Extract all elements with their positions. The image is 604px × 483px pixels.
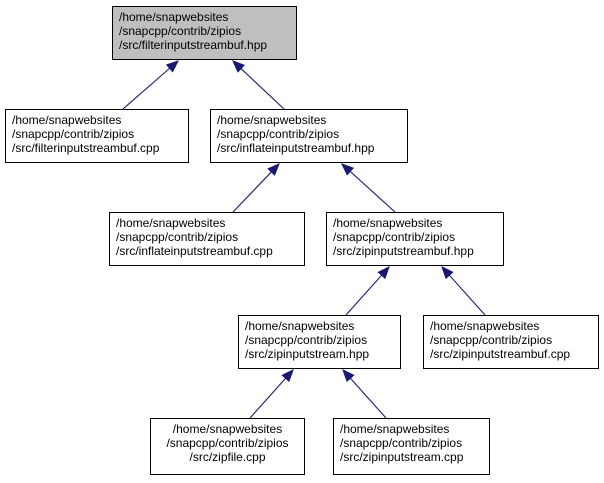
node-zipfile-cpp[interactable]: /home/snapwebsites /snapcpp/contrib/zipi… xyxy=(150,418,305,475)
node-line: /src/zipfile.cpp xyxy=(189,450,266,464)
node-line: /snapcpp/contrib/zipios xyxy=(119,24,242,38)
node-line: /snapcpp/contrib/zipios xyxy=(430,333,553,347)
node-line: /src/zipinputstream.hpp xyxy=(245,347,370,361)
edge-inflate_cpp-to-inflate_hpp xyxy=(232,171,272,213)
node-line: /home/snapwebsites xyxy=(172,422,283,436)
node-filterinputstreambuf-hpp: /home/snapwebsites /snapcpp/contrib/zipi… xyxy=(112,6,297,60)
arrowhead-zipbuf_cpp-to-zipbuf_hpp xyxy=(441,266,454,280)
node-line: /snapcpp/contrib/zipios xyxy=(340,436,463,450)
node-inflateinputstreambuf-cpp[interactable]: /home/snapwebsites /snapcpp/contrib/zipi… xyxy=(109,212,305,266)
node-line: /src/zipinputstreambuf.cpp xyxy=(430,347,571,361)
edge-inflate_hpp-to-root xyxy=(240,68,285,110)
arrowhead-zipstream_cpp-to-zipstream_hpp xyxy=(342,369,355,383)
node-zipinputstream-cpp[interactable]: /home/snapwebsites /snapcpp/contrib/zipi… xyxy=(333,418,490,475)
node-line: /snapcpp/contrib/zipios xyxy=(12,127,135,141)
node-line: /snapcpp/contrib/zipios xyxy=(166,436,289,450)
node-line: /src/inflateinputstreambuf.cpp xyxy=(116,244,273,258)
node-zipinputstreambuf-hpp[interactable]: /home/snapwebsites /snapcpp/contrib/zipi… xyxy=(326,212,504,266)
node-line: /home/snapwebsites xyxy=(12,113,122,127)
node-line: /snapcpp/contrib/zipios xyxy=(217,127,340,141)
arrowhead-zipstream_hpp-to-zipbuf_hpp xyxy=(377,266,390,280)
node-line: /home/snapwebsites xyxy=(116,216,226,230)
node-zipinputstream-hpp[interactable]: /home/snapwebsites /snapcpp/contrib/zipi… xyxy=(238,315,401,369)
edge-filter_cpp-to-root xyxy=(122,67,171,110)
node-line: /home/snapwebsites xyxy=(245,319,355,333)
node-line: /home/snapwebsites xyxy=(340,422,450,436)
edge-zipfile_cpp-to-zipstream_hpp xyxy=(249,377,287,419)
node-line: /home/snapwebsites xyxy=(119,10,229,24)
node-line: /src/zipinputstream.cpp xyxy=(340,450,464,464)
node-line: /src/zipinputstreambuf.hpp xyxy=(333,244,474,258)
node-line: /home/snapwebsites xyxy=(430,319,540,333)
node-filterinputstreambuf-cpp[interactable]: /home/snapwebsites /snapcpp/contrib/zipi… xyxy=(5,109,189,163)
node-line: /snapcpp/contrib/zipios xyxy=(245,333,368,347)
edge-zipbuf_hpp-to-inflate_hpp xyxy=(349,170,396,213)
node-line: /home/snapwebsites xyxy=(217,113,327,127)
arrowhead-inflate_hpp-to-root xyxy=(232,60,245,73)
node-line: /home/snapwebsites xyxy=(333,216,443,230)
node-line: /snapcpp/contrib/zipios xyxy=(333,230,456,244)
node-line: /src/inflateinputstreambuf.hpp xyxy=(217,141,375,155)
edge-zipstream_hpp-to-zipbuf_hpp xyxy=(345,274,383,316)
node-inflateinputstreambuf-hpp[interactable]: /home/snapwebsites /snapcpp/contrib/zipi… xyxy=(210,109,408,163)
arrowhead-zipfile_cpp-to-zipstream_hpp xyxy=(281,369,294,383)
node-line: /src/filterinputstreambuf.cpp xyxy=(12,141,160,155)
arrowhead-zipbuf_hpp-to-inflate_hpp xyxy=(341,163,355,176)
edge-zipbuf_cpp-to-zipbuf_hpp xyxy=(448,274,486,316)
edge-zipstream_cpp-to-zipstream_hpp xyxy=(349,377,387,419)
node-zipinputstreambuf-cpp[interactable]: /home/snapwebsites /snapcpp/contrib/zipi… xyxy=(423,315,599,369)
arrowhead-filter_cpp-to-root xyxy=(165,60,179,73)
arrowhead-inflate_cpp-to-inflate_hpp xyxy=(267,163,280,176)
node-line: /src/filterinputstreambuf.hpp xyxy=(119,38,268,52)
node-line: /snapcpp/contrib/zipios xyxy=(116,230,239,244)
